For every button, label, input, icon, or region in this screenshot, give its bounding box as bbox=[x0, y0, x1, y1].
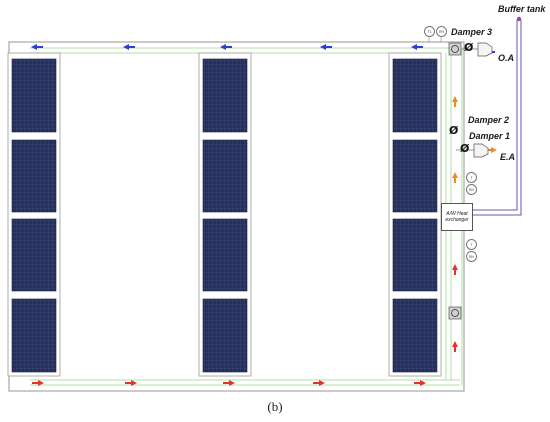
flow-arrow-icon bbox=[411, 44, 423, 50]
heat-exchanger-box: A/W Heat exchanger bbox=[441, 203, 473, 231]
fan-icon bbox=[451, 45, 459, 53]
figure-caption: (b) bbox=[267, 399, 283, 414]
flow-arrow-icon bbox=[414, 380, 426, 386]
flow-arrow-icon bbox=[313, 380, 325, 386]
sensor-mid-2: RH bbox=[466, 184, 477, 195]
ea-arrow-icon bbox=[485, 147, 497, 153]
sensor-mid-1: T bbox=[466, 172, 477, 183]
flow-arrow-icon bbox=[452, 264, 458, 275]
sensor-top-1: T1 bbox=[424, 26, 435, 37]
outdoor-air-label: O.A bbox=[498, 53, 515, 63]
solar-panel bbox=[392, 139, 438, 213]
fan-box-top bbox=[448, 42, 462, 56]
damper-3-symbol: Ø bbox=[464, 41, 474, 54]
exhaust-air-hood bbox=[473, 143, 489, 158]
damper1-label: Damper 1 bbox=[469, 131, 511, 141]
solar-panel bbox=[202, 298, 248, 373]
flow-arrow-icon bbox=[220, 44, 232, 50]
damper2-label: Damper 2 bbox=[468, 115, 510, 125]
solar-panel bbox=[11, 58, 57, 133]
heat-exchanger-label: A/W Heat exchanger bbox=[445, 211, 469, 223]
buffer-tank-pipe bbox=[471, 20, 522, 216]
buffer-tank-connector bbox=[516, 16, 522, 22]
solar-panel bbox=[392, 218, 438, 292]
flow-arrow-icon bbox=[452, 96, 458, 107]
solar-panel-array bbox=[7, 52, 442, 377]
flow-arrow-icon bbox=[223, 380, 235, 386]
outdoor-air-hood bbox=[477, 42, 493, 57]
solar-panel bbox=[11, 139, 57, 213]
solar-panel bbox=[392, 58, 438, 133]
buffer-tank-label: Buffer tank bbox=[498, 4, 546, 14]
damper-2-symbol: Ø bbox=[449, 124, 459, 137]
flow-arrow-icon bbox=[452, 172, 458, 183]
damper-1-symbol: Ø bbox=[460, 142, 470, 155]
solar-panel bbox=[11, 218, 57, 292]
solar-panel bbox=[202, 58, 248, 133]
solar-panel bbox=[392, 298, 438, 373]
flow-arrows bbox=[31, 44, 497, 386]
sensor-low-2: RH bbox=[466, 251, 477, 262]
solar-panel bbox=[202, 139, 248, 213]
damper3-label: Damper 3 bbox=[451, 27, 493, 37]
flow-arrow-icon bbox=[452, 341, 458, 352]
flow-arrow-icon bbox=[125, 380, 137, 386]
exhaust-air-label: E.A bbox=[500, 152, 516, 162]
flow-arrow-icon bbox=[123, 44, 135, 50]
flow-arrow-icon bbox=[320, 44, 332, 50]
fan-icon bbox=[451, 309, 459, 317]
sensor-top-2: RH bbox=[436, 26, 447, 37]
flow-arrow-icon bbox=[32, 380, 44, 386]
fan-box-bottom bbox=[448, 306, 462, 320]
sensor-low-1: T bbox=[466, 239, 477, 250]
solar-panel bbox=[11, 298, 57, 373]
solar-panel bbox=[202, 218, 248, 292]
flow-arrow-icon bbox=[31, 44, 43, 50]
